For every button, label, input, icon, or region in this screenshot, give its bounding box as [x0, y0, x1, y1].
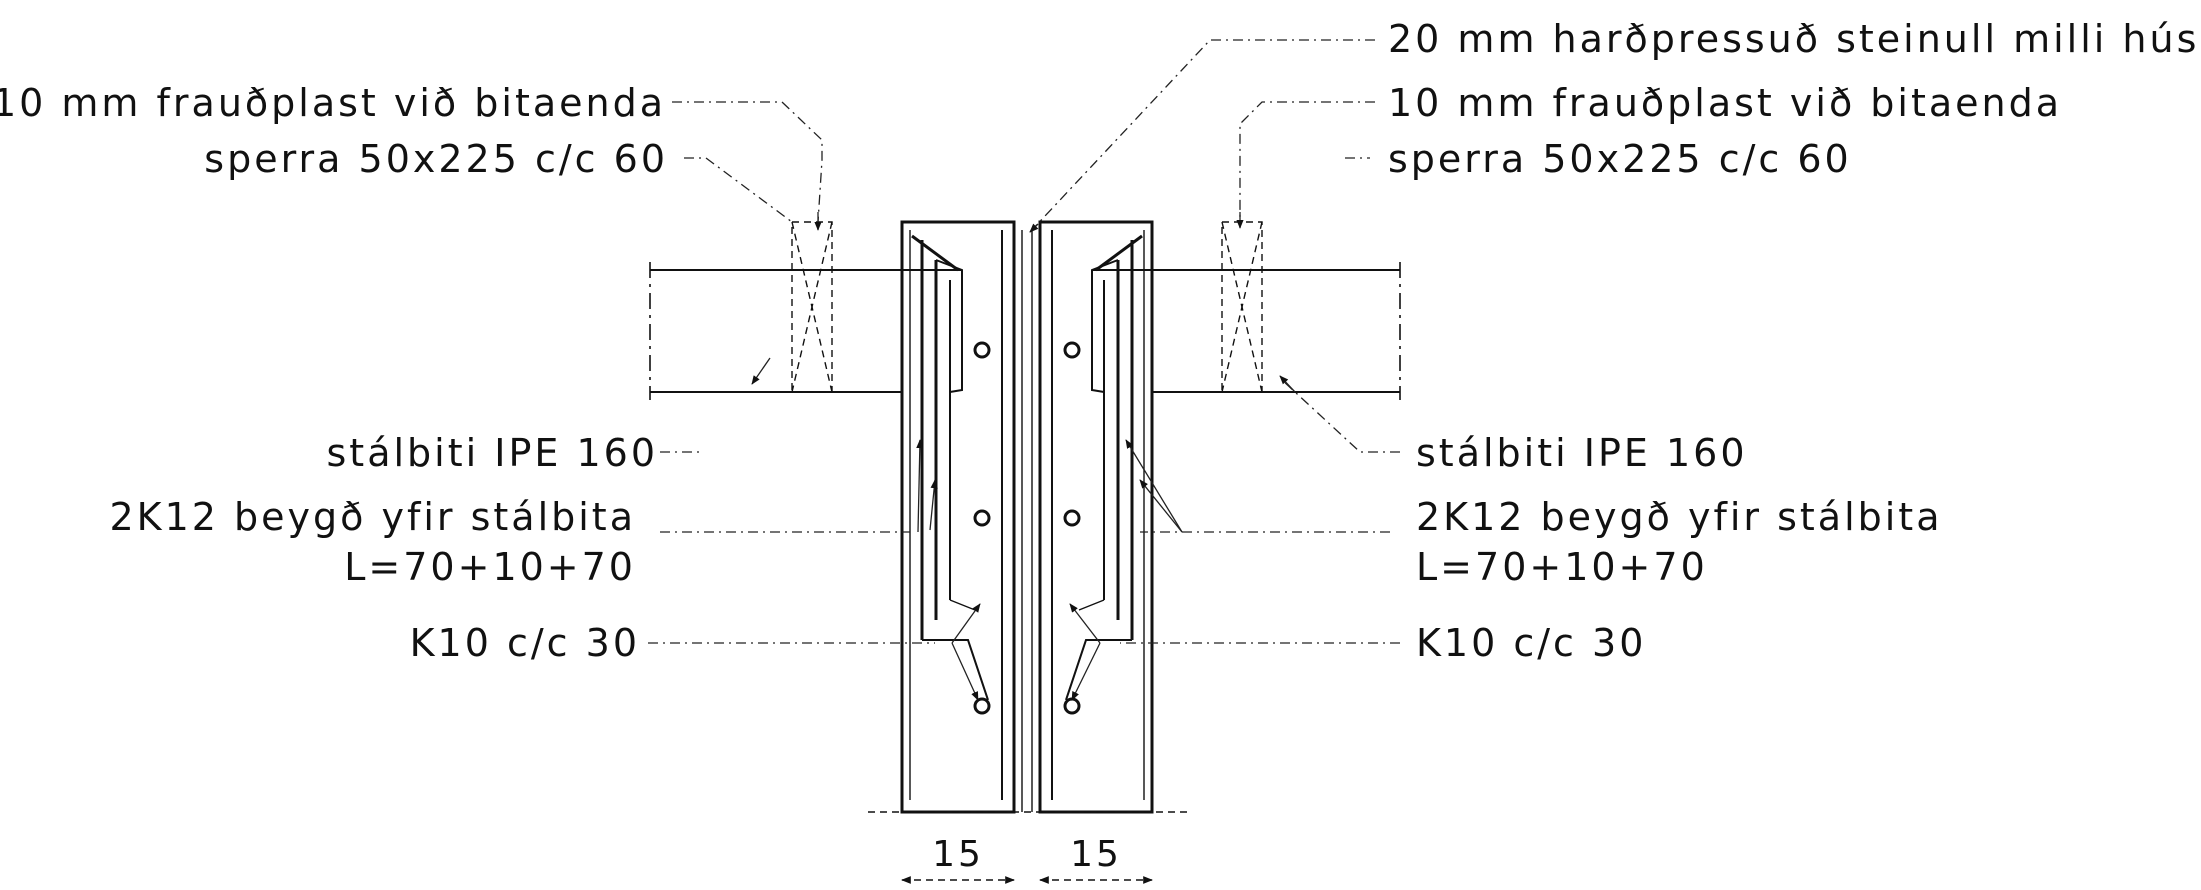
rafter-right: [1221, 221, 1263, 393]
leaders-left: [648, 101, 981, 701]
rafter-left: [791, 221, 833, 393]
label-length-left: L=70+10+70: [344, 545, 636, 589]
reinforcement-right: [1051, 230, 1145, 800]
label-rafter-right: sperra 50x225 c/c 60: [1388, 137, 1852, 181]
label-foam-right: 10 mm frauðplast við bitaenda: [1388, 81, 2062, 125]
label-steel-beam-left: stálbiti IPE 160: [327, 431, 659, 475]
label-stirrups-right: K10 c/c 30: [1416, 621, 1646, 665]
label-rafter-left: sperra 50x225 c/c 60: [204, 137, 668, 181]
reinforcement-left: [909, 230, 1003, 800]
label-stirrups-left: K10 c/c 30: [410, 621, 640, 665]
label-steel-beam-right: stálbiti IPE 160: [1416, 431, 1748, 475]
dimension-left: 15: [932, 834, 984, 875]
label-length-right: L=70+10+70: [1416, 545, 1708, 589]
steel-beam-ipe-160: [649, 262, 1401, 400]
label-rebar-left: 2K12 beygð yfir stálbita: [110, 495, 637, 539]
right-concrete-wall: [1038, 220, 1154, 814]
label-foam-left: 10 mm frauðplast við bitaenda: [0, 81, 666, 125]
dimension-right: 15: [1070, 834, 1122, 875]
leaders-right: [1029, 39, 1400, 701]
label-rebar-right: 2K12 beygð yfir stálbita: [1416, 495, 1943, 539]
joint-insulation-gap: [1012, 222, 1042, 812]
label-mineral-wool: 20 mm harðpressuð steinull milli húsa: [1388, 17, 2201, 61]
